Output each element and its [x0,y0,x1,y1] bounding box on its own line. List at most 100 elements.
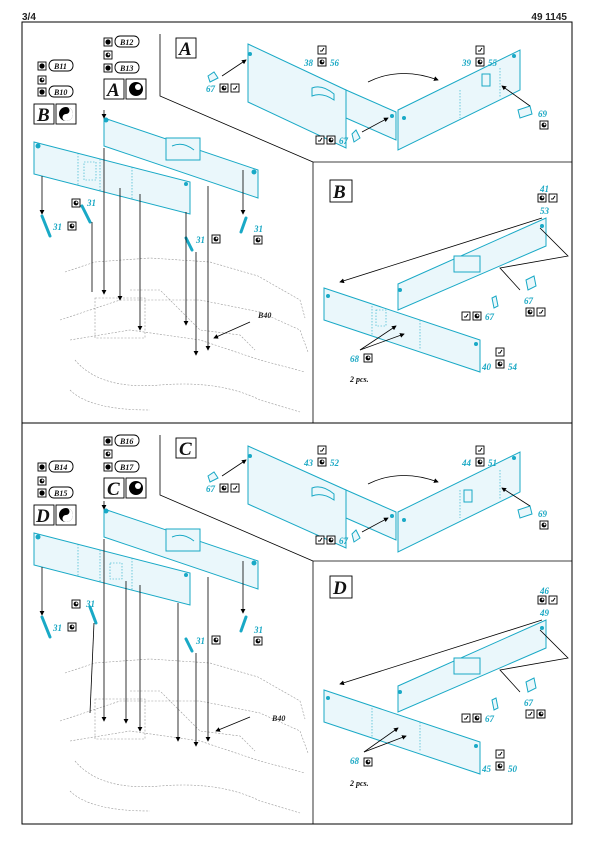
part-69: 69 [538,509,548,519]
part-39: 39 [461,58,472,68]
plate-44 [397,451,521,553]
clip-68: 68 2 pcs. [349,727,407,788]
part-43: 43 [303,458,314,468]
part-46: 46 [539,586,550,596]
letter-c: C [107,479,120,500]
part-51: 51 [488,458,497,468]
catalog-number: 49 1145 [531,12,567,23]
panel-c: C 43 52 44 51 67 [175,437,549,553]
letter-d-label: D [332,578,347,599]
part-31: 31 [253,224,263,234]
plate-43 [247,445,397,549]
part-67: 67 [485,312,495,322]
rod-31 [40,214,52,238]
plate-40 [323,287,481,373]
step-b10: B10 [37,85,74,98]
part-68: 68 [350,756,360,766]
step-b13: B13 [103,61,140,74]
part-67: 67 [339,136,349,146]
part-31: 31 [195,636,205,646]
part-67: 67 [485,714,495,724]
part-55: 55 [488,58,498,68]
rear-plate [103,508,259,590]
part-31: 31 [86,198,96,208]
bracket-69: 69 [501,487,549,530]
panel-a: A 38 56 39 55 67 [175,37,549,151]
bracket-67-right: 67 [524,677,546,719]
assembly-leaders [39,501,251,747]
part-67: 67 [206,484,216,494]
sheet-frame [21,21,573,825]
rod-31 [88,605,98,625]
step-legend: B11 B10 B12 B13 B [33,35,147,126]
letter-a: A [106,80,120,101]
part-50: 50 [508,764,518,774]
step-b15-label: B15 [53,489,67,498]
step-b11: B11 [37,59,74,72]
letter-a-badge: A [103,78,147,101]
part-52: 52 [330,458,340,468]
rod-31 [184,637,194,653]
bracket-69: 69 [501,85,549,130]
rod-31 [239,615,248,633]
plate-39 [397,49,521,151]
front-plate [33,141,191,215]
plate-46 [397,619,547,713]
fold-arrow [367,73,439,83]
pcs-label: 2 pcs. [349,375,369,384]
part-56: 56 [330,58,340,68]
step-b14: B14 [37,460,74,473]
round-icon [37,75,47,85]
letter-b-badge: B [33,103,77,126]
rod-31 [40,615,52,639]
bracket-67-mid: 67 [461,697,499,724]
letter-b: B [36,105,50,126]
step-b15: B15 [37,486,74,499]
fold-arrow [367,475,439,485]
letter-a-label: A [178,39,192,60]
letter-c-badge: C [103,477,147,500]
step-b10-label: B10 [53,88,67,97]
clip-68: 68 2 pcs. [349,325,405,384]
part-31: 31 [85,599,95,609]
plate-45 [323,689,481,775]
rod-31 [80,204,92,224]
step-b11-label: B11 [53,62,67,71]
bracket-67-right: 67 [524,275,546,317]
round-icon [103,449,113,459]
step-b12-label: B12 [119,38,133,47]
letter-c-label: C [179,439,192,460]
letter-b-label: B [332,182,346,203]
plate-41 [397,217,547,311]
part-69: 69 [538,109,548,119]
panel-d: D 46 49 67 67 [323,575,569,788]
part-41: 41 [539,184,549,194]
part-53: 53 [540,206,550,216]
step-legend: B14 B15 B16 B17 D [33,434,147,527]
ref-b40: B40 [271,714,285,723]
rod-31 [184,236,194,252]
panel-b: B 41 53 67 [323,179,569,384]
step-b17: B17 [103,460,140,473]
bracket-67: 67 [206,59,247,94]
part-68: 68 [350,354,360,364]
step-b17-label: B17 [119,463,134,472]
assembly-leaders [39,110,251,356]
step-b16-label: B16 [119,437,133,446]
page-number: 3/4 [22,12,36,23]
step-b14-label: B14 [53,463,67,472]
part-44: 44 [461,458,472,468]
step-b16: B16 [103,434,140,447]
part-40: 40 [481,362,492,372]
part-49: 49 [539,608,550,618]
plate-38 [247,43,397,149]
ref-b40: B40 [257,311,271,320]
rear-plate [103,117,259,199]
part-67: 67 [339,536,349,546]
front-plate [33,532,191,606]
rod-31 [239,216,248,234]
hull-outline [59,658,309,814]
bracket-67: 67 [206,459,247,494]
step-b12: B12 [103,35,140,48]
